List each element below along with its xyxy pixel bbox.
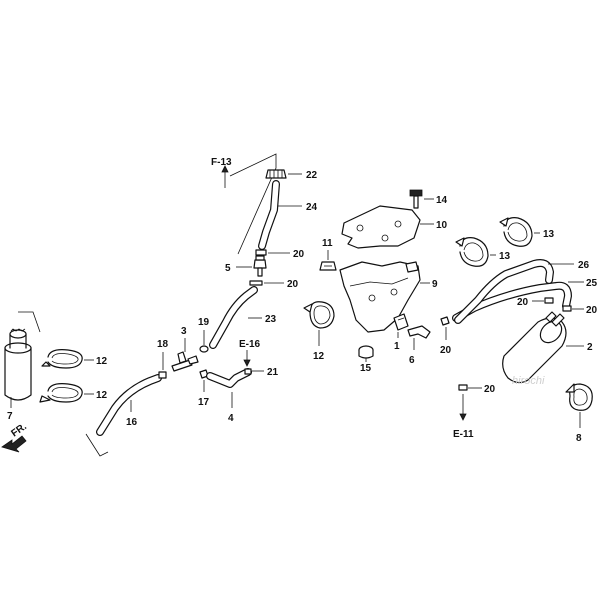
hose-26 [454, 259, 554, 324]
callout-23: 23 [265, 314, 277, 325]
callout-20c: 20 [440, 345, 452, 356]
clip-20a [255, 249, 267, 256]
clip-20e [562, 305, 572, 312]
callout-13a: 13 [543, 229, 555, 240]
callout-10: 10 [436, 220, 448, 231]
grommet-15 [358, 345, 374, 359]
callout-12a: 12 [96, 356, 108, 367]
front-arrow-label: FR. [9, 421, 29, 439]
frame-line [18, 311, 41, 333]
bracket-9 [339, 261, 421, 333]
canister-body [4, 347, 32, 401]
canister-assembly: 7 12 12 FR. [1, 311, 108, 453]
callout-8: 8 [576, 433, 582, 444]
callout-26: 26 [578, 260, 590, 271]
callout-15: 15 [360, 363, 372, 374]
plate-10 [341, 205, 421, 249]
callout-20d: 20 [517, 297, 529, 308]
ref-e11-label: E-11 [453, 429, 474, 440]
callout-14: 14 [436, 195, 448, 206]
hose-16 [85, 374, 162, 457]
clamp-8 [565, 383, 593, 411]
fitting-22 [265, 169, 287, 179]
callout-7: 7 [7, 411, 13, 422]
callout-2: 2 [587, 342, 593, 353]
callout-16: 16 [126, 417, 138, 428]
callout-1: 1 [394, 341, 400, 352]
clip-20c [440, 316, 450, 326]
callout-18: 18 [157, 339, 169, 350]
canister-cap-ridges [10, 328, 26, 332]
clamp-12-center [303, 301, 335, 329]
callout-4: 4 [228, 413, 234, 424]
callout-20f: 20 [484, 384, 496, 395]
callout-12b: 12 [96, 390, 108, 401]
clamp-12-upper [41, 349, 83, 369]
callout-25: 25 [586, 278, 598, 289]
clamp-13-lower [455, 237, 489, 267]
clip-20d [544, 297, 554, 304]
callout-21: 21 [267, 367, 279, 378]
joint-6 [407, 325, 431, 339]
hose-25 [452, 281, 572, 322]
joint-3 [171, 351, 199, 372]
callout-6: 6 [409, 355, 415, 366]
ref-e16-label: E-16 [239, 339, 261, 350]
clamp-12-lower [39, 383, 83, 403]
callout-19: 19 [198, 317, 210, 328]
valve-5 [253, 255, 267, 277]
callout-9: 9 [432, 279, 438, 290]
canister-cap [9, 329, 27, 339]
canister-2 [502, 311, 567, 384]
ref-e11: E-11 [453, 394, 474, 440]
ref-f13: F-13 [211, 153, 277, 255]
clip-18 [158, 371, 167, 379]
clip-11 [319, 261, 337, 271]
front-arrow: FR. [1, 421, 29, 453]
callout-20b: 20 [287, 279, 299, 290]
callout-5: 5 [225, 263, 231, 274]
callout-22: 22 [306, 170, 318, 181]
clip-20f [458, 384, 468, 391]
callout-17: 17 [198, 397, 210, 408]
hose-23 [209, 286, 258, 349]
watermark: hirochi [512, 375, 545, 387]
canister-neck [9, 333, 27, 349]
ref-f13-label: F-13 [211, 157, 232, 168]
callout-12c: 12 [313, 351, 325, 362]
callout-11: 11 [322, 238, 333, 249]
bolt-14 [409, 189, 423, 209]
clamp-13-upper [499, 217, 533, 247]
ref-e16: E-16 [239, 339, 261, 367]
clip-19 [199, 345, 209, 353]
clip-21 [244, 368, 252, 375]
collar-1 [393, 313, 409, 331]
callout-13b: 13 [499, 251, 511, 262]
callout-20e: 20 [586, 305, 598, 316]
canister-top [4, 342, 32, 354]
callout-20a: 20 [293, 249, 305, 260]
clip-20b [249, 280, 263, 286]
frame-line-16 [85, 433, 109, 457]
hose-24 [258, 180, 280, 250]
callout-3: 3 [181, 326, 187, 337]
callout-24: 24 [306, 202, 318, 213]
hose-4 [206, 368, 252, 388]
